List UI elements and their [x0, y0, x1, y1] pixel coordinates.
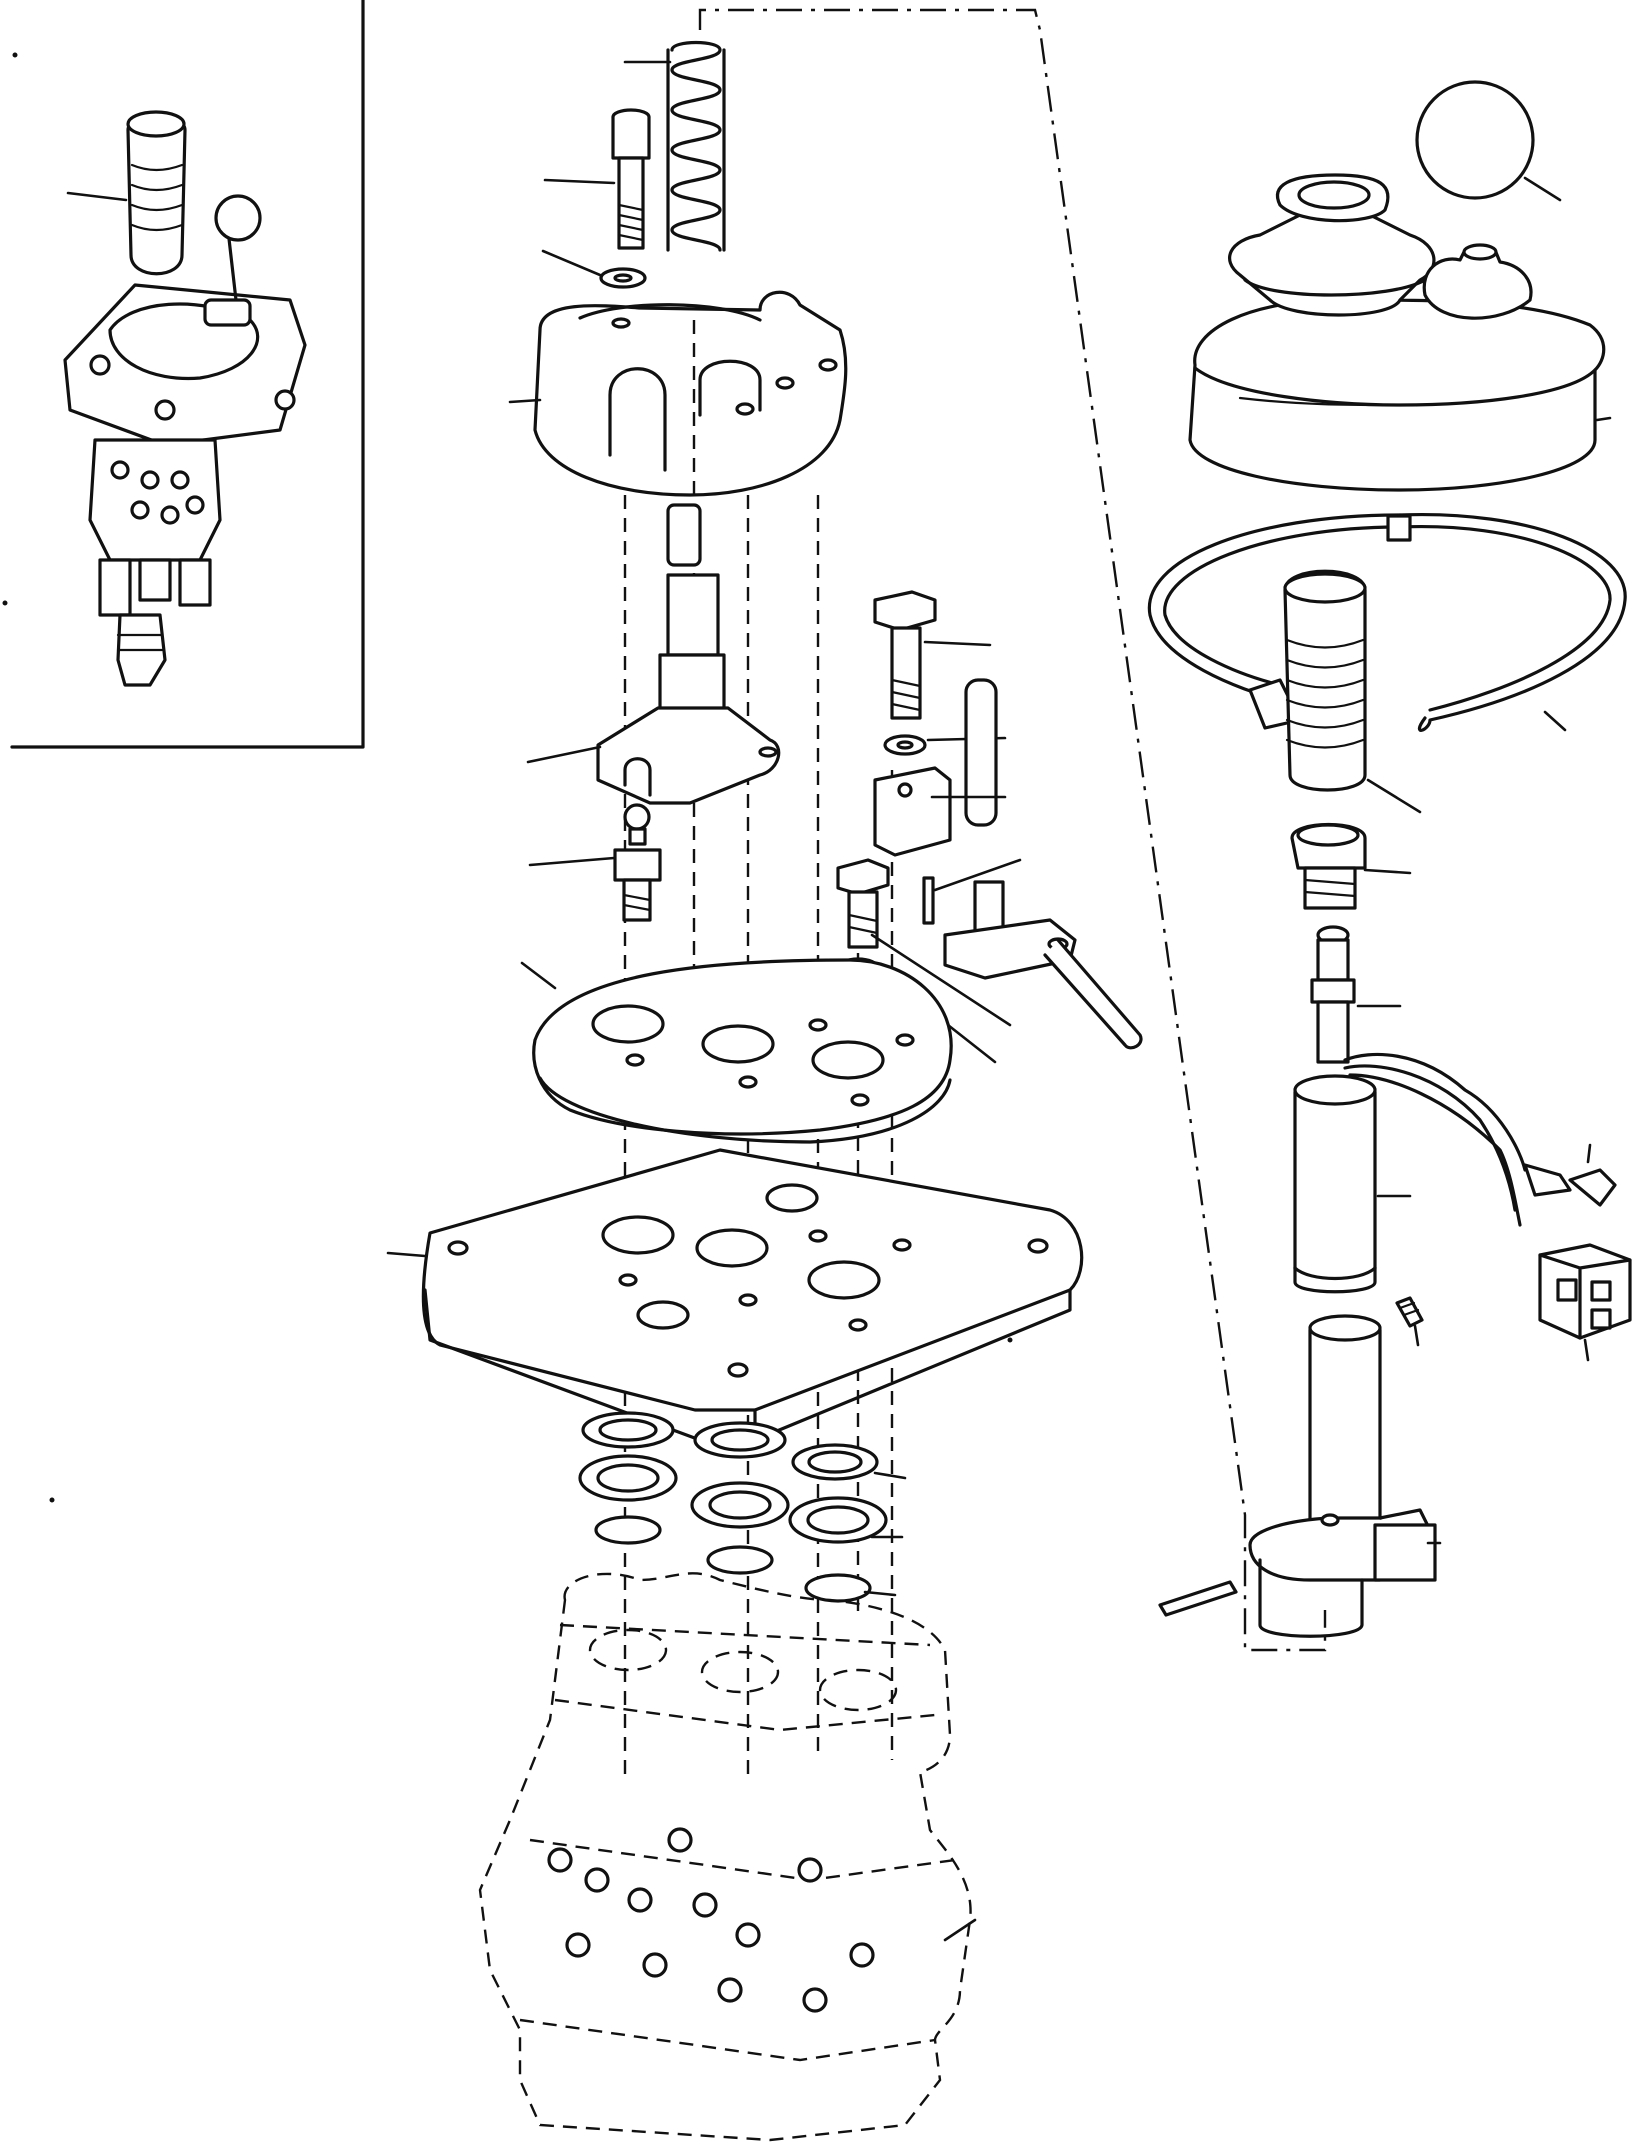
- leader-oval-plate: [520, 961, 557, 990]
- set-screw: [1395, 1296, 1424, 1328]
- base-plate: [421, 1148, 1084, 1442]
- strap-clamp: [1147, 512, 1627, 732]
- grip-handle: [1283, 569, 1367, 792]
- rubber-boot: [1188, 173, 1606, 492]
- dowel-pin: [964, 678, 998, 827]
- bracket-block: [873, 766, 952, 857]
- cap-screw: [611, 108, 651, 250]
- leader-base-plate: [386, 1251, 427, 1258]
- leader-hex-bolt-lower: [870, 933, 1012, 1027]
- leader-seal-c: [863, 1590, 897, 1597]
- valve-body-dashed: [478, 1572, 972, 2142]
- spring: [666, 40, 726, 252]
- washer-top: [599, 267, 647, 289]
- leader-shaft-block: [526, 745, 602, 764]
- seal-stack-3: [788, 1443, 888, 1603]
- leader-seal-a: [873, 1471, 907, 1480]
- seal-stack-1: [578, 1411, 678, 1545]
- hex-bolt-upper: [873, 590, 937, 720]
- speck: [2, 600, 8, 606]
- gimbal-housing: [533, 290, 848, 497]
- wiring: [1343, 1052, 1617, 1227]
- leader-cap-screw: [543, 178, 616, 185]
- threaded-nut: [1290, 823, 1367, 910]
- speck: [49, 1497, 55, 1503]
- washer-right: [883, 734, 927, 756]
- leader-strap-clamp: [1543, 710, 1567, 732]
- leader-reference-circle: [1523, 176, 1562, 202]
- leader-inset-grip: [66, 191, 128, 202]
- switch-plunger: [1310, 925, 1356, 1064]
- oval-plate: [532, 958, 953, 1144]
- reference-circle: [1415, 80, 1535, 200]
- inset-frame: [10, 0, 365, 749]
- leader-grip-handle: [1366, 778, 1422, 814]
- lever-base: [1248, 1314, 1437, 1638]
- ball-stud: [613, 803, 662, 922]
- link-arm: [922, 876, 1143, 1050]
- inset-assembled-joystick: [63, 110, 307, 687]
- leader-rubber-boot: [1595, 416, 1612, 422]
- centre-shaft: [596, 573, 781, 805]
- roll-pin: [1158, 1580, 1238, 1617]
- leader-valve-body: [943, 1918, 977, 1942]
- sleeve-tube: [1293, 1074, 1377, 1294]
- leader-set-screw: [1413, 1324, 1420, 1347]
- leader-ball-stud: [528, 856, 616, 867]
- seal-stack-2: [690, 1421, 790, 1575]
- pin: [666, 503, 702, 567]
- speck: [12, 52, 18, 58]
- speck: [1007, 1337, 1013, 1343]
- hex-bolt-lower: [836, 858, 890, 949]
- leader-hex-bolt-upper: [923, 640, 992, 647]
- leader-gimbal-housing: [508, 398, 542, 404]
- leader-threaded-nut: [1363, 868, 1412, 875]
- leader-washer-top: [541, 249, 602, 277]
- plug-connector: [1538, 1243, 1632, 1362]
- assembly-link-line: [698, 8, 1327, 1652]
- leader-bracket-link: [933, 858, 1022, 892]
